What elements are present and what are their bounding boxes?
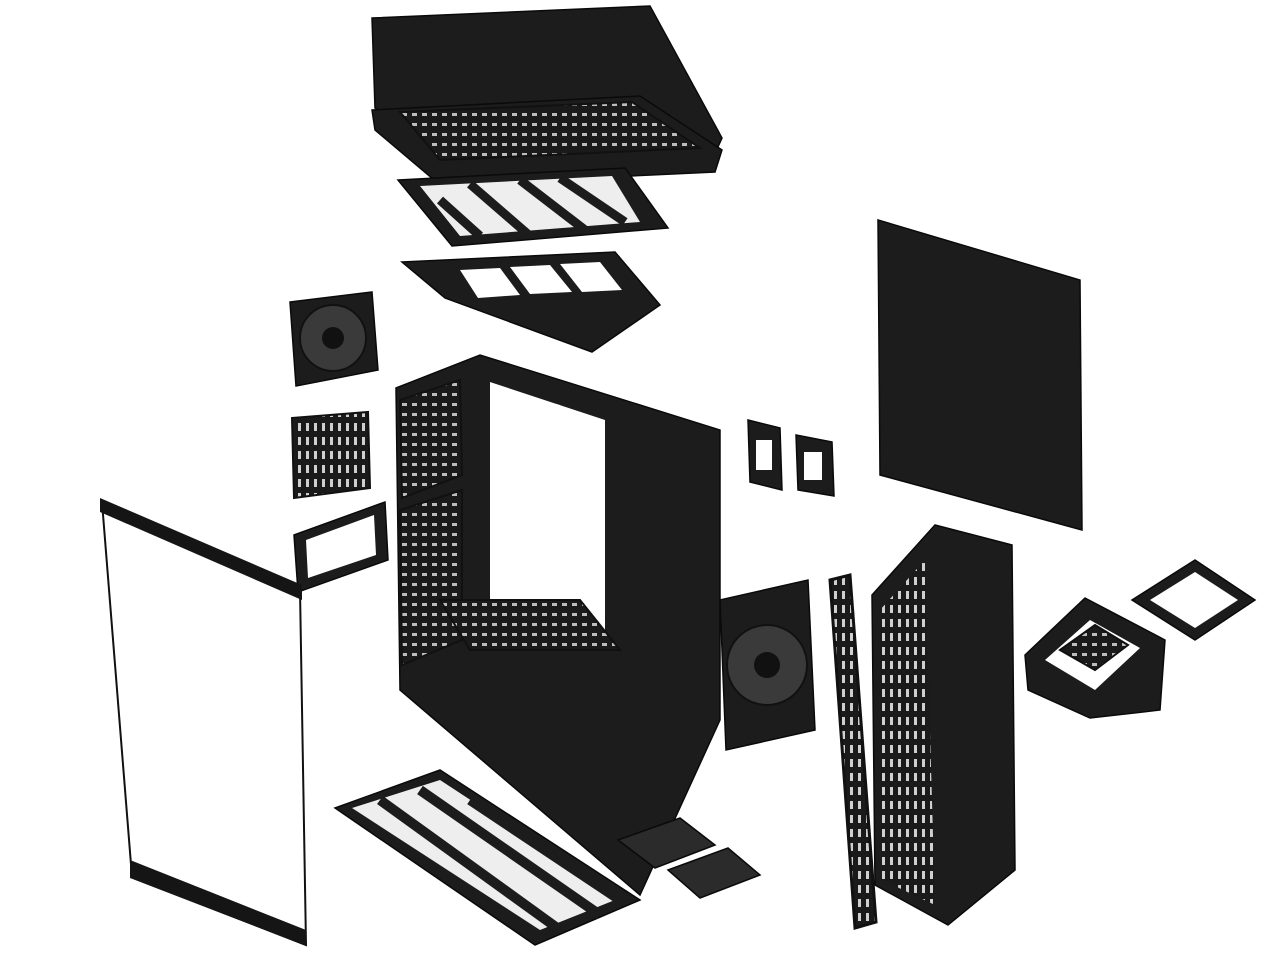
pci-slot-covers xyxy=(290,410,372,500)
right-side-panel xyxy=(877,218,1083,531)
top-mesh-panel xyxy=(371,95,723,186)
hdd-cage xyxy=(1024,597,1166,719)
front-panel xyxy=(871,524,1016,926)
front-fan xyxy=(719,579,816,751)
foam-pad-top xyxy=(616,817,717,869)
ssd-bracket-right xyxy=(795,434,835,497)
top-dust-filter xyxy=(396,167,670,247)
main-chassis xyxy=(395,354,721,897)
ssd-bracket-left xyxy=(747,419,783,491)
foam-pad-bottom xyxy=(666,847,762,899)
glass-side-panel xyxy=(100,498,308,947)
rear-fan xyxy=(289,291,379,387)
bottom-dust-filter xyxy=(333,769,642,946)
top-fan-bracket xyxy=(400,251,662,353)
front-dust-filter-strip xyxy=(828,573,878,930)
psu-bracket xyxy=(293,500,389,594)
hdd-tray xyxy=(1130,559,1257,641)
